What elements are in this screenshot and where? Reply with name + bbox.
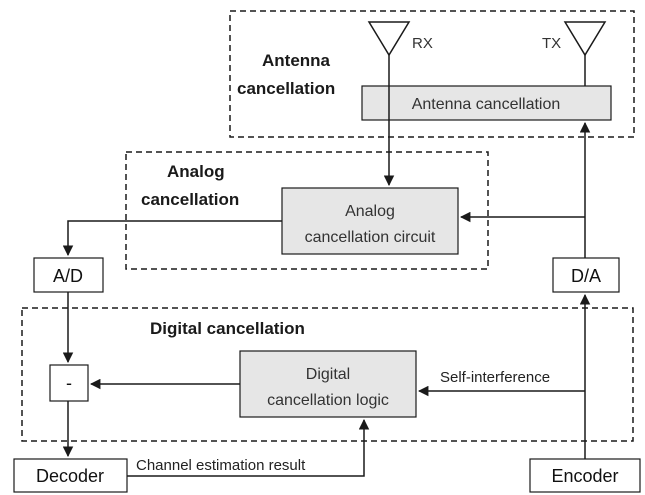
antenna-cancellation-region xyxy=(229,10,635,138)
digital-cancellation-logic-block xyxy=(239,350,417,418)
connectors xyxy=(62,55,591,477)
da-converter-block xyxy=(552,257,620,293)
digital-cancellation-region xyxy=(21,307,634,442)
encoder-label: Encoder xyxy=(551,466,618,486)
rx-antenna-icon xyxy=(367,21,411,57)
decoder-block xyxy=(13,458,128,493)
analog-circuit-label-line2: cancellation circuit xyxy=(305,229,436,246)
analog-region-label-line2: cancellation xyxy=(141,190,239,209)
analog-to-ad-arrow xyxy=(62,220,282,257)
antenna-cancellation-block xyxy=(361,85,612,121)
self-interference-label: Self-interference xyxy=(440,369,550,386)
antenna-region-label-line2: cancellation xyxy=(237,79,335,98)
subtractor-label: - xyxy=(66,373,72,393)
analog-cancellation-circuit-block xyxy=(281,187,459,255)
analog-cancellation-region xyxy=(125,151,489,270)
subtractor-block xyxy=(49,364,89,402)
antenna-cancellation-block-label: Antenna cancellation xyxy=(412,96,561,113)
da-converter-label: D/A xyxy=(571,266,601,286)
decoder-label: Decoder xyxy=(36,466,104,486)
tx-label: TX xyxy=(542,35,561,52)
channel-estimation-label: Channel estimation result xyxy=(136,457,306,474)
ad-converter-block xyxy=(33,257,104,293)
digital-logic-label-line2: cancellation logic xyxy=(267,392,389,409)
channel-estimation-arrow xyxy=(127,418,370,477)
rx-label: RX xyxy=(412,35,433,52)
analog-region-label-line1: Analog xyxy=(167,162,225,181)
analog-circuit-label-line1: Analog xyxy=(345,203,395,220)
digital-logic-label-line1: Digital xyxy=(306,366,350,383)
antenna-region-label-line1: Antenna xyxy=(262,51,331,70)
digital-region-label: Digital cancellation xyxy=(150,319,305,338)
ad-converter-label: A/D xyxy=(53,266,83,286)
tx-antenna-icon xyxy=(563,21,607,57)
